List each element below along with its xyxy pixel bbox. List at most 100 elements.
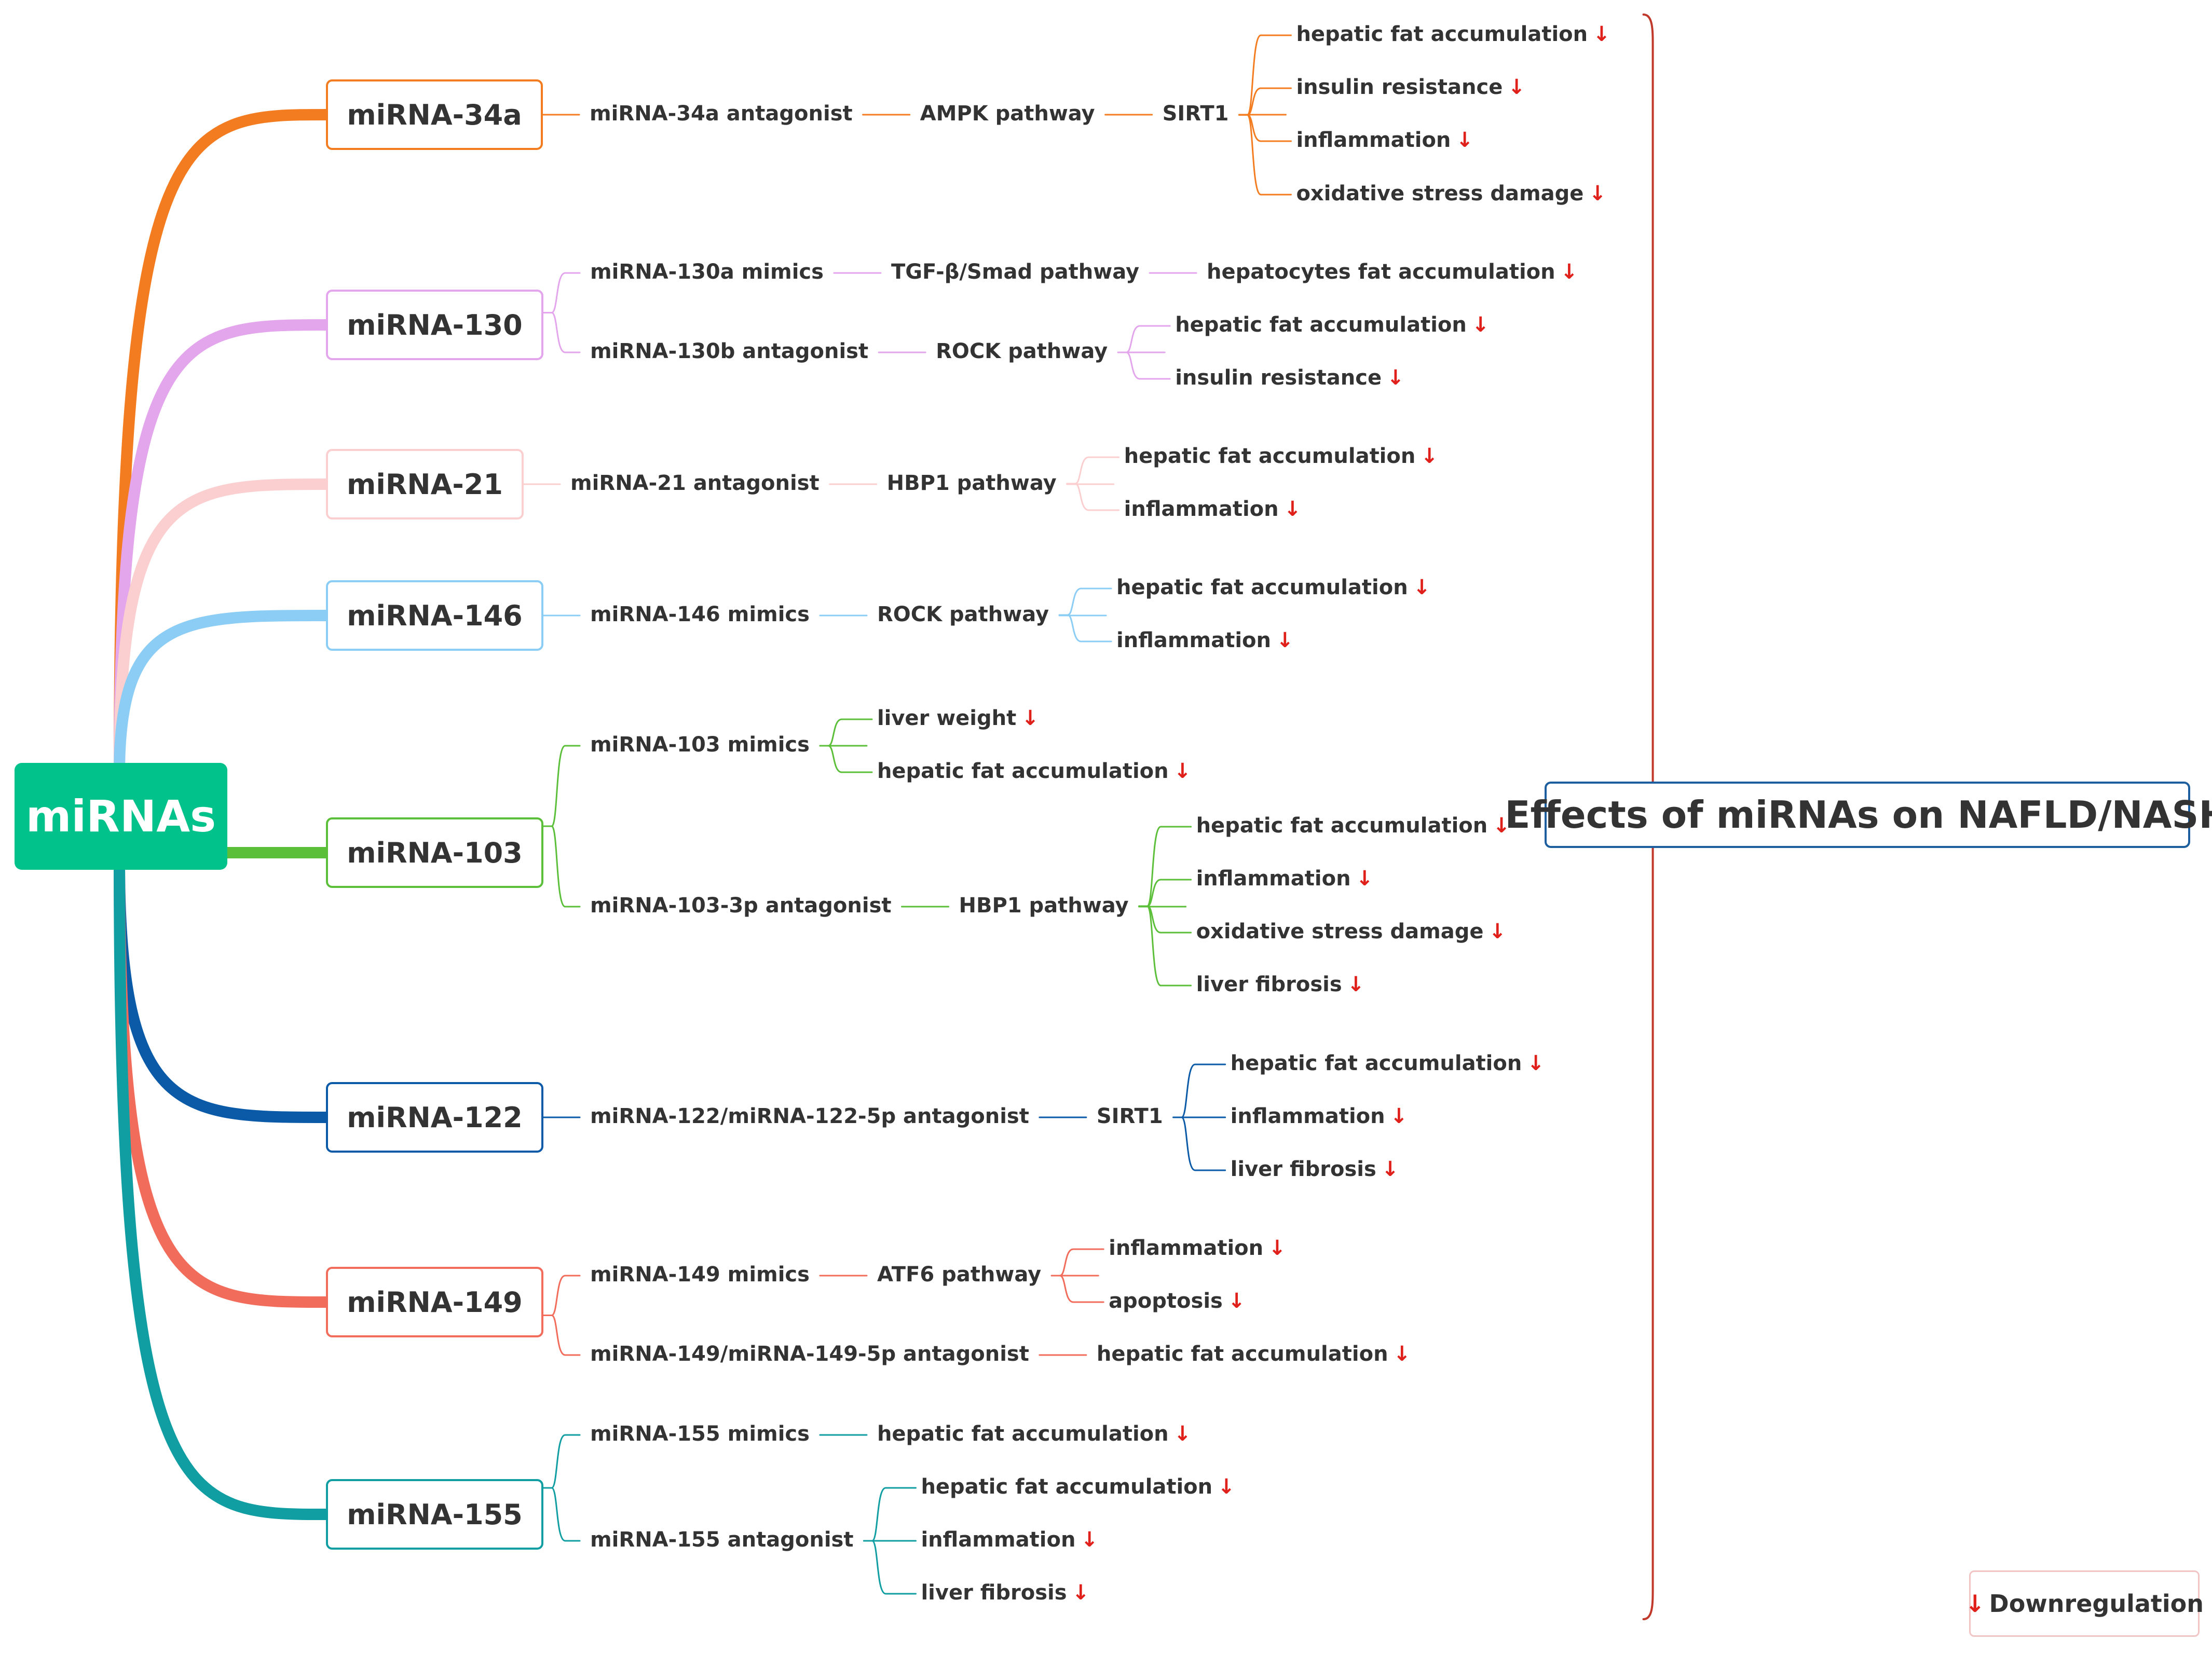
down-arrow-icon: ↓ (1489, 920, 1507, 943)
mirna-155-effects-1-branch-0 (871, 1487, 917, 1542)
mirna-146-connector (114, 610, 332, 779)
mirna-21-step-hbp1-pathway-label: HBP1 pathway (886, 471, 1057, 495)
mirna-149-step-mirna-149-mimics[interactable]: miRNA-149 mimics (590, 1264, 810, 1285)
summary-node[interactable]: Effects of miRNAs on NAFLD/NASH (1505, 782, 2212, 848)
mirna-21-effects-0-branch-1 (1074, 483, 1120, 511)
mirna-149-step-atf6-pathway-label: ATF6 pathway (877, 1263, 1042, 1287)
mirna-34a-effect-oxidative-stress-damage-label: oxidative stress damage (1296, 182, 1584, 206)
down-arrow-icon: ↓ (1356, 867, 1374, 891)
mirna-21-label: miRNA-21 (347, 468, 503, 501)
mirna-130-step-mirna-130a-mimics[interactable]: miRNA-130a mimics (590, 262, 824, 282)
mirna-34a-effect-hepatic-fat-accumulation[interactable]: hepatic fat accumulation↓ (1296, 24, 1610, 45)
mirna-149-effect-hepatic-fat-accumulation-label: hepatic fat accumulation (1096, 1342, 1388, 1366)
mirna-130-effect-insulin-resistance[interactable]: insulin resistance↓ (1175, 367, 1404, 388)
mirna-155-step-mirna-155-antagonist[interactable]: miRNA-155 antagonist (590, 1529, 853, 1550)
mirna-122-label: miRNA-122 (347, 1101, 523, 1134)
mirna-155-effect-inflammation-label: inflammation (921, 1528, 1076, 1552)
mirna-34a-effect-insulin-resistance[interactable]: insulin resistance↓ (1296, 77, 1525, 98)
mirna-146-effects-0-branch-0 (1067, 587, 1112, 616)
mirna-149-effect-inflammation[interactable]: inflammation↓ (1109, 1238, 1286, 1259)
mirna-155-effect-hepatic-fat-accumulation[interactable]: hepatic fat accumulation↓ (921, 1476, 1235, 1497)
mirna-122-effect-hepatic-fat-accumulation[interactable]: hepatic fat accumulation↓ (1231, 1053, 1545, 1074)
mirna-103-effect-liver-fibrosis-label: liver fibrosis (1196, 973, 1342, 996)
mirna-149-step-atf6-pathway[interactable]: ATF6 pathway (877, 1264, 1041, 1285)
mirna-130-split-branch-0 (551, 272, 581, 313)
down-arrow-icon: ↓ (1390, 1104, 1408, 1128)
mirna-103-step-mirna-103-mimics[interactable]: miRNA-103 mimics (590, 734, 810, 755)
mirna-103-step-hbp1-pathway-label: HBP1 pathway (959, 894, 1129, 918)
down-arrow-icon: ↓ (1283, 497, 1302, 521)
root-node-mirnas[interactable]: miRNAs (15, 763, 227, 870)
down-arrow-icon: ↓ (1393, 1342, 1411, 1366)
mirna-103-effect-hepatic-fat-accumulation[interactable]: hepatic fat accumulation↓ (1196, 815, 1510, 836)
mirna-146-node[interactable]: miRNA-146 (326, 580, 543, 651)
mirna-155-node[interactable]: miRNA-155 (326, 1479, 543, 1550)
mirna-130-step-mirna-130b-antagonist[interactable]: miRNA-130b antagonist (590, 341, 868, 362)
mirna-130-step-rock-pathway[interactable]: ROCK pathway (936, 341, 1108, 362)
mirna-130-effect-hepatocytes-fat-accumulation[interactable]: hepatocytes fat accumulation↓ (1207, 262, 1578, 282)
down-arrow-icon: ↓ (1493, 814, 1510, 838)
down-arrow-icon: ↓ (1081, 1528, 1098, 1552)
mirna-122-effect-hepatic-fat-accumulation-label: hepatic fat accumulation (1230, 1051, 1522, 1075)
mirna-34a-step-ampk-pathway[interactable]: AMPK pathway (920, 103, 1095, 124)
mirna-103-effect-oxidative-stress-damage[interactable]: oxidative stress damage↓ (1196, 921, 1506, 942)
mirna-130-label: miRNA-130 (347, 308, 523, 341)
mirna-155-effect-liver-fibrosis[interactable]: liver fibrosis↓ (921, 1582, 1089, 1603)
mirna-34a-effect-hepatic-fat-accumulation-label: hepatic fat accumulation (1296, 22, 1588, 46)
mirna-155-step-mirna-155-mimics[interactable]: miRNA-155 mimics (590, 1424, 810, 1444)
mirna-130-step-tgf-smad-pathway[interactable]: TGF-β/Smad pathway (891, 262, 1139, 282)
mirna-146-effect-inflammation-label: inflammation (1116, 628, 1271, 652)
mirna-146-step-mirna-146-mimics[interactable]: miRNA-146 mimics (590, 604, 810, 625)
mirna-149-effect-apoptosis[interactable]: apoptosis↓ (1109, 1291, 1245, 1311)
mirna-146-effect-inflammation[interactable]: inflammation↓ (1116, 630, 1293, 651)
mirna-146-effect-hepatic-fat-accumulation[interactable]: hepatic fat accumulation↓ (1116, 577, 1430, 598)
mirna-130-step-mirna-130a-mimics-label: miRNA-130a mimics (590, 260, 824, 284)
mirna-34a-step-sirt1[interactable]: SIRT1 (1163, 103, 1229, 124)
mirna-103-effect-hepatic-fat-accumulation[interactable]: hepatic fat accumulation↓ (877, 761, 1191, 782)
mirna-34a-effect-inflammation[interactable]: inflammation↓ (1296, 130, 1473, 151)
mirna-103-effect-oxidative-stress-damage-label: oxidative stress damage (1196, 920, 1484, 943)
mirna-122-step-mirna-122-mirna-122-5p-antagonist[interactable]: miRNA-122/miRNA-122-5p antagonist (590, 1106, 1029, 1127)
mirna-103-effects-0-branch-0 (827, 718, 873, 747)
mirna-122-node[interactable]: miRNA-122 (326, 1082, 543, 1153)
mirna-103-effects-1-branch-2 (1146, 905, 1192, 934)
mirna-130-step-tgf-smad-pathway-label: TGF-β/Smad pathway (891, 260, 1140, 284)
mirna-155-effect-hepatic-fat-accumulation[interactable]: hepatic fat accumulation↓ (877, 1424, 1191, 1444)
down-arrow-icon: ↓ (1560, 260, 1578, 284)
mirna-122-effect-liver-fibrosis[interactable]: liver fibrosis↓ (1231, 1159, 1399, 1180)
mirna-103-step-hbp1-pathway[interactable]: HBP1 pathway (959, 895, 1129, 916)
down-arrow-icon: ↓ (1227, 1289, 1246, 1313)
mirna-103-effect-liver-weight[interactable]: liver weight↓ (877, 708, 1039, 729)
mirna-103-node[interactable]: miRNA-103 (326, 817, 543, 888)
mirna-122-effect-inflammation[interactable]: inflammation↓ (1231, 1106, 1408, 1127)
mirna-21-step-hbp1-pathway[interactable]: HBP1 pathway (887, 473, 1057, 494)
mirna-34a-effect-oxidative-stress-damage[interactable]: oxidative stress damage↓ (1296, 183, 1606, 204)
mirna-130-step-rock-pathway-label: ROCK pathway (936, 339, 1108, 363)
mirna-149-step-mirna-149-mirna-149-5p-antagonist[interactable]: miRNA-149/miRNA-149-5p antagonist (590, 1344, 1029, 1364)
mirna-149-effect-hepatic-fat-accumulation[interactable]: hepatic fat accumulation↓ (1097, 1344, 1411, 1364)
mirna-130-node[interactable]: miRNA-130 (326, 290, 543, 360)
mirna-34a-step-ampk-pathway-label: AMPK pathway (920, 102, 1095, 126)
mirna-130-effect-hepatic-fat-accumulation[interactable]: hepatic fat accumulation↓ (1175, 314, 1489, 335)
legend: ↓ Downregulation (1965, 1570, 2204, 1637)
mirna-21-step-mirna-21-antagonist[interactable]: miRNA-21 antagonist (570, 473, 820, 494)
mirna-149-node[interactable]: miRNA-149 (326, 1267, 543, 1337)
mirna-34a-step-mirna-34a-antagonist[interactable]: miRNA-34a antagonist (590, 103, 853, 124)
mirna-146-step-rock-pathway[interactable]: ROCK pathway (877, 604, 1049, 625)
mirna-21-effect-hepatic-fat-accumulation[interactable]: hepatic fat accumulation↓ (1124, 446, 1438, 467)
mirna-34a-label: miRNA-34a (347, 98, 522, 131)
mirna-155-effect-inflammation[interactable]: inflammation↓ (921, 1529, 1098, 1550)
mirna-34a-node[interactable]: miRNA-34a (326, 79, 543, 150)
mirna-21-node[interactable]: miRNA-21 (326, 449, 524, 519)
mirna-122-connector (114, 856, 332, 1123)
mirna-21-effect-inflammation[interactable]: inflammation↓ (1124, 499, 1301, 519)
mirna-103-split-branch-1 (551, 825, 581, 908)
mirna-34a-effects-0-branch-2 (1246, 114, 1292, 142)
summary-label: Effects of miRNAs on NAFLD/NASH (1505, 793, 2212, 837)
mirna-103-step-mirna-103-3p-antagonist[interactable]: miRNA-103-3p antagonist (590, 895, 892, 916)
mirna-103-effect-inflammation[interactable]: inflammation↓ (1196, 868, 1373, 889)
mirna-103-effect-liver-fibrosis[interactable]: liver fibrosis↓ (1196, 974, 1365, 995)
root-label: miRNAs (25, 791, 216, 842)
down-arrow-icon: ↓ (1471, 313, 1490, 337)
mirna-122-step-sirt1[interactable]: SIRT1 (1097, 1106, 1163, 1127)
